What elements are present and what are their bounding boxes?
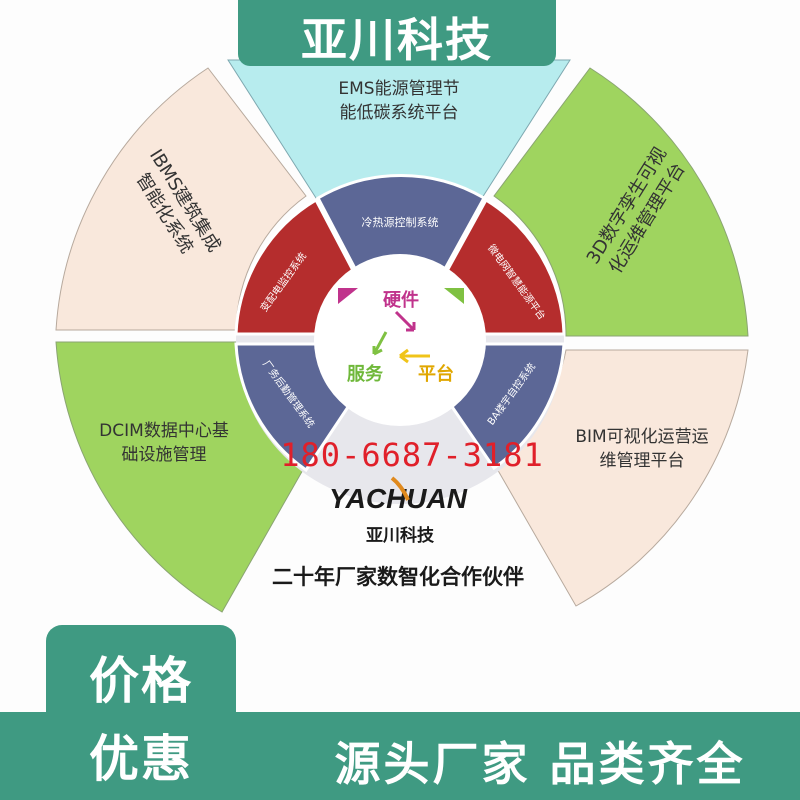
ems-label-line2: 能低碳系统平台 <box>340 103 459 123</box>
ems-label-line1: EMS能源管理节 <box>338 79 459 99</box>
logo-swoosh-icon <box>390 476 410 501</box>
center-platform: 平台 <box>418 363 454 385</box>
corner-arrow-green <box>444 288 464 304</box>
dcim-label-line1: DCIM数据中心基 <box>99 421 229 441</box>
center-service: 服务 <box>347 363 384 385</box>
phone-number: 180-6687-3181 <box>280 436 543 474</box>
price-line1: 价格 <box>89 652 193 710</box>
logo-name: 亚川科技 <box>366 525 435 546</box>
outer-sector-3d <box>493 67 749 337</box>
slogan: 二十年厂家数智化合作伙伴 <box>272 565 524 589</box>
top-banner: 亚川科技 <box>238 0 556 67</box>
bim-label-line1: BIM可视化运营运 <box>575 427 708 447</box>
bottom-tagline: 源头厂家 品类齐全 <box>334 737 746 791</box>
banner-title: 亚川科技 <box>301 13 493 67</box>
price-badge: 价格 优惠 <box>46 625 236 800</box>
outer-sector-ibms <box>55 67 307 331</box>
dcim-label-line2: 础设施管理 <box>122 445 207 465</box>
inner-label-cold-heat: 冷热源控制系统 <box>362 215 439 229</box>
center-circle <box>314 254 486 426</box>
bim-label-line2: 维管理平台 <box>600 451 685 471</box>
logo-wordmark: YACHUAN <box>329 483 468 514</box>
price-line2: 优惠 <box>89 730 193 788</box>
cycle-arrow-magenta <box>394 310 416 332</box>
center-hardware: 硬件 <box>383 289 419 311</box>
cycle-arrow-yellow <box>399 348 430 364</box>
cycle-arrow-green <box>372 331 388 356</box>
corner-arrow-magenta <box>338 288 358 304</box>
